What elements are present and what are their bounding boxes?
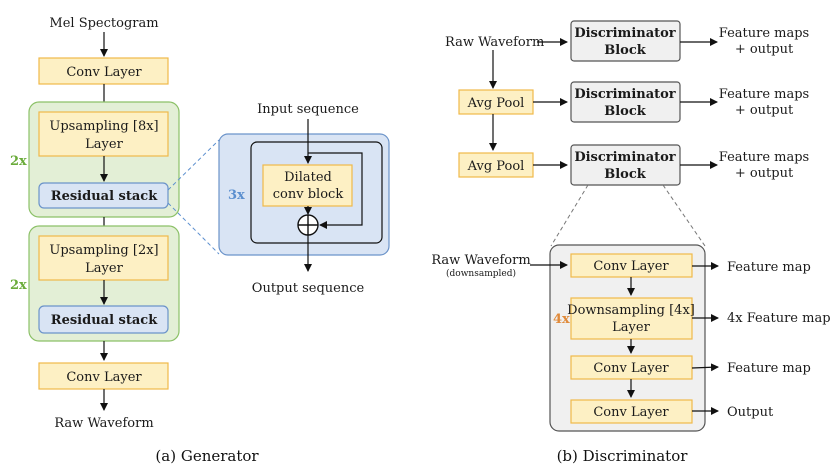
gen-stage1-repeat: 2x — [10, 154, 27, 169]
residual-zoom-line-bottom — [167, 202, 220, 255]
disc-detail-out-down: 4x Feature maps — [727, 311, 831, 326]
disc-block-3-line1: Discriminator — [574, 150, 675, 165]
gen-upsampling-2x-line1: Upsampling [2x] — [49, 243, 158, 258]
disc-block-2-line1: Discriminator — [574, 87, 675, 102]
residual-input-label: Input sequence — [257, 102, 359, 117]
disc-detail-out-conv1: Feature map — [727, 260, 811, 275]
gen-conv-bottom-label: Conv Layer — [66, 370, 142, 385]
residual-zoom-line-top — [167, 139, 220, 191]
disc-block-1-line2: Block — [604, 43, 647, 58]
disc-block-2-out2: + output — [735, 103, 794, 118]
gen-upsampling-2x — [38, 235, 169, 281]
avg-pool-2-label: Avg Pool — [467, 159, 525, 174]
disc-block-1 — [570, 20, 681, 62]
residual-loop-frame — [250, 141, 383, 244]
avg-pool-1-label: Avg Pool — [467, 96, 525, 111]
disc-block-2-line2: Block — [604, 104, 647, 119]
disc-block-3-out1: Feature maps — [719, 150, 809, 165]
residual-repeat: 3x — [228, 188, 245, 203]
disc-detail-conv2-label: Conv Layer — [593, 361, 669, 376]
disc-detail-repeat: 4x — [553, 312, 570, 327]
generator-diagram: Mel Spectogram Conv Layer 2x Upsampling … — [10, 16, 259, 465]
disc-block-detail-diagram: Raw Waveform (downsampled) 4x Conv Layer… — [431, 244, 831, 432]
disc-detail-down-line1: Downsampling [4x] — [567, 303, 695, 318]
discriminator-diagram: Raw Waveform Discriminator Block Feature… — [445, 20, 809, 465]
gen-residual-stack-1-label: Residual stack — [51, 189, 158, 204]
gen-residual-stack-1 — [38, 182, 169, 209]
gen-upsampling-8x — [38, 111, 169, 157]
gen-residual-stack-2-label: Residual stack — [51, 313, 158, 328]
disc-zoom-line-left — [550, 184, 589, 247]
disc-block-1-line1: Discriminator — [574, 26, 675, 41]
disc-detail-conv1-label: Conv Layer — [593, 259, 669, 274]
gen-upsampling-2x-line2: Layer — [85, 261, 123, 276]
sum-node-icon — [297, 214, 319, 236]
gen-caption: (a) Generator — [155, 447, 259, 465]
disc-detail-out-conv3: Output — [727, 405, 774, 420]
gen-input-label: Mel Spectogram — [49, 16, 158, 31]
gen-conv-bottom — [38, 362, 169, 390]
disc-block-3-out2: + output — [735, 166, 794, 181]
disc-input-label: Raw Waveform — [445, 35, 544, 50]
residual-output-label: Output sequence — [252, 281, 365, 296]
gen-conv-top — [38, 57, 169, 85]
disc-detail-out-conv2: Feature map — [727, 361, 811, 376]
gen-output-label: Raw Waveform — [54, 416, 153, 431]
disc-detail-input-line2: (downsampled) — [446, 268, 516, 279]
gen-stage2-repeat: 2x — [10, 278, 27, 293]
gen-upsampling-8x-line2: Layer — [85, 137, 123, 152]
dilated-conv-line2: conv block — [273, 187, 344, 202]
dilated-conv-block — [262, 164, 353, 207]
disc-detail-conv3-label: Conv Layer — [593, 405, 669, 420]
dilated-conv-line1: Dilated — [284, 170, 332, 185]
gen-conv-top-label: Conv Layer — [66, 65, 142, 80]
disc-caption: (b) Discriminator — [557, 447, 689, 465]
disc-block-2-out1: Feature maps — [719, 87, 809, 102]
disc-detail-input-line1: Raw Waveform — [431, 253, 530, 268]
disc-block-1-out1: Feature maps — [719, 26, 809, 41]
disc-block-3-line2: Block — [604, 167, 647, 182]
disc-block-1-out2: + output — [735, 42, 794, 57]
gen-upsampling-8x-line1: Upsampling [8x] — [49, 119, 158, 134]
residual-detail-diagram: 3x Input sequence Dilated conv block Out… — [218, 102, 390, 296]
disc-detail-down-line2: Layer — [612, 320, 650, 335]
gen-residual-stack-2 — [38, 305, 169, 334]
disc-zoom-line-right — [662, 184, 706, 247]
